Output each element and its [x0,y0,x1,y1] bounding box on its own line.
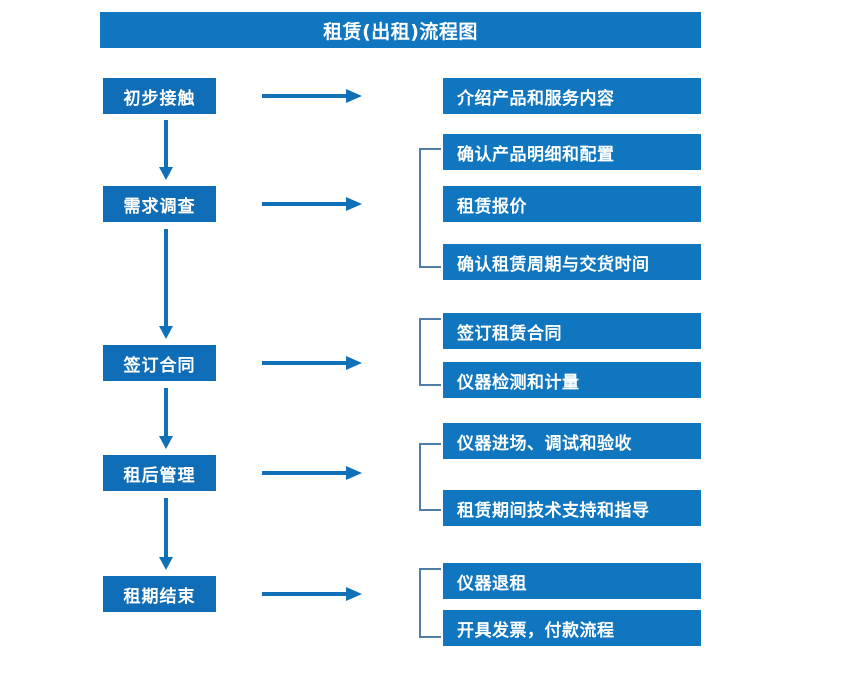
flow-arrow-post-rental-management [262,466,362,480]
detail-box-confirm-period-delivery[interactable]: 确认租赁周期与交货时间 [443,244,701,280]
detail-box-confirm-product-details[interactable]: 确认产品明细和配置 [443,134,701,170]
detail-box-rental-quotation[interactable]: 租赁报价 [443,186,701,222]
group-bracket-sign-contract [419,318,441,386]
connector-arrow-management-to-end [159,498,173,570]
flow-arrow-demand-survey [262,197,362,211]
flow-arrow-sign-contract [262,356,362,370]
detail-box-sign-lease-contract[interactable]: 签订租赁合同 [443,313,701,349]
flow-arrow-lease-end [262,587,362,601]
flow-arrow-initial-contact [262,89,362,103]
detail-box-instrument-return[interactable]: 仪器退租 [443,563,701,599]
stage-box-sign-contract[interactable]: 签订合同 [103,345,216,381]
detail-box-introduce-products[interactable]: 介绍产品和服务内容 [443,78,701,114]
stage-box-initial-contact[interactable]: 初步接触 [103,78,216,114]
connector-arrow-contact-to-survey [159,120,173,180]
detail-box-instrument-inspection[interactable]: 仪器检测和计量 [443,362,701,398]
detail-box-invoice-payment[interactable]: 开具发票，付款流程 [443,610,701,646]
stage-box-post-rental-management[interactable]: 租后管理 [103,455,216,491]
stage-box-demand-survey[interactable]: 需求调查 [103,186,216,222]
group-bracket-demand-survey [419,148,441,268]
page-title: 租赁(出租)流程图 [100,12,701,48]
connector-arrow-survey-to-contract [159,229,173,339]
detail-box-technical-support[interactable]: 租赁期间技术支持和指导 [443,490,701,526]
connector-arrow-contract-to-management [159,388,173,449]
stage-box-lease-end[interactable]: 租期结束 [103,576,216,612]
group-bracket-post-rental-management [419,443,441,511]
detail-box-instrument-entry[interactable]: 仪器进场、调试和验收 [443,423,701,459]
group-bracket-lease-end [419,568,441,638]
